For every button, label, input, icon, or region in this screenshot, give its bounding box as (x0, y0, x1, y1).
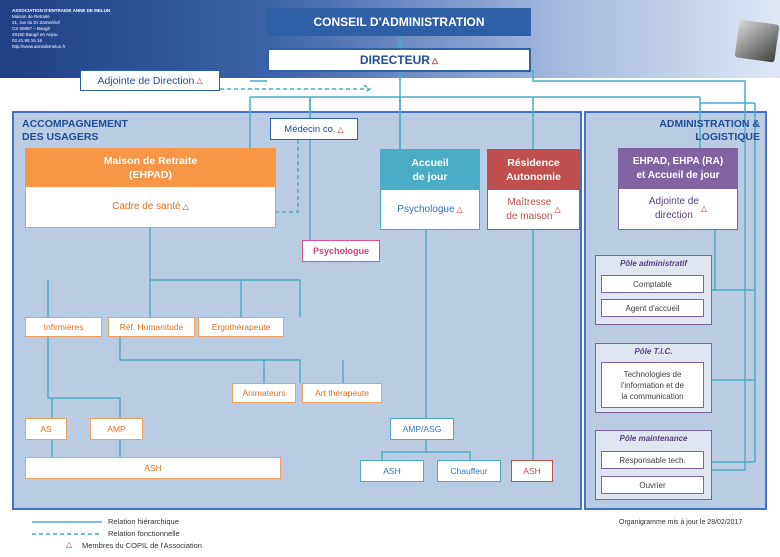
animateurs-label: Animateurs (242, 388, 286, 398)
copil-warning-icon: △ (700, 204, 708, 213)
accompagnement-title: ACCOMPAGNEMENT DES USAGERS (22, 118, 128, 143)
ouvrier-label: Ouvrier (639, 480, 666, 490)
pole-tic: Pôle T.I.C. Technologies de l'informatio… (595, 343, 712, 413)
pole-title: Pôle administratif (619, 259, 688, 268)
copil-warning-icon: △ (196, 76, 203, 85)
copil-warning-icon: △ (554, 204, 561, 214)
ash-accueil-box: ASH (360, 460, 424, 482)
maitresse-maison-label: Maîtresse de maison (506, 196, 553, 222)
ash-box: ASH (25, 457, 281, 479)
tic-label: Technologies de l'information et de la c… (621, 369, 684, 401)
adjointe-direction-cell: Adjointe de direction△ (619, 189, 737, 229)
ash-label: ASH (144, 463, 162, 473)
adjointe-direction-label: Adjointe de direction (648, 196, 699, 221)
ref-humanitude-box: Réf. Humanitude (108, 317, 195, 337)
medecin-label: Médecin co. (284, 123, 336, 135)
tic-box: Technologies de l'information et de la c… (601, 362, 704, 408)
pole-title: Pôle T.I.C. (634, 347, 673, 356)
maison-retraite-header: Maison de Retraite (EHPAD) (26, 149, 275, 187)
responsable-tech-box: Responsable tech. (601, 451, 704, 469)
pole-administratif: Pôle administratif Comptable Agent d'acc… (595, 255, 712, 325)
art-therapeute-box: Art thérapeute (302, 383, 382, 403)
copil-warning-icon: △ (182, 202, 189, 211)
infirmieres-box: Infirmières (25, 317, 102, 337)
ehpad-admin-card: EHPAD, EHPA (RA) et Accueil de jour Adjo… (618, 148, 738, 230)
adjointe-direction-box: Adjointe de Direction△ (80, 70, 220, 91)
directeur-label: DIRECTEUR (359, 53, 430, 67)
ref-humanitude-label: Réf. Humanitude (119, 322, 184, 332)
legend-fonctionnelle: Relation fonctionnelle (108, 529, 180, 538)
ash-accueil-label: ASH (383, 466, 401, 476)
psychologue-box: Psychologue (302, 240, 380, 262)
maitresse-maison-cell: Maîtresse de maison△ (488, 190, 579, 229)
assoc-line: ASSOCIATION D'ENTRAIDE ANNE DE MELUN (12, 8, 111, 13)
psychologue-label: Psychologue (312, 246, 369, 256)
legend-hierarchique: Relation hiérarchique (108, 517, 179, 526)
assoc-line: http://www.annedemelun.fr (12, 44, 66, 49)
assoc-line: 49150 Baugé en Anjou (12, 32, 58, 37)
ouvrier-box: Ouvrier (601, 476, 704, 494)
agent-accueil-label: Agent d'accueil (625, 303, 680, 313)
copil-warning-icon: △ (337, 124, 344, 134)
infirmieres-label: Infirmières (43, 322, 84, 332)
comptable-box: Comptable (601, 275, 704, 293)
cadre-sante-cell: Cadre de santé△ (26, 187, 275, 227)
amp-label: AMP (107, 424, 126, 434)
ehpad-admin-header: EHPAD, EHPA (RA) et Accueil de jour (619, 149, 737, 189)
as-label: AS (40, 424, 52, 434)
medecin-coordonnateur-box: Médecin co.△ (270, 118, 358, 140)
amp-asg-label: AMP/ASG (402, 424, 442, 434)
chauffeur-box: Chauffeur (437, 460, 501, 482)
maison-retraite-card: Maison de Retraite (EHPAD) Cadre de sant… (25, 148, 276, 228)
accueil-psychologue-cell: Psychologue△ (381, 190, 479, 229)
art-therapeute-label: Art thérapeute (315, 388, 369, 398)
pole-maintenance: Pôle maintenance Responsable tech. Ouvri… (595, 430, 712, 500)
ash-residence-box: ASH (511, 460, 553, 482)
conseil-label: CONSEIL D'ADMINISTRATION (313, 15, 485, 29)
copil-warning-icon: △ (456, 204, 463, 214)
legend-copil: Membres du COPIL de l'Association (82, 541, 202, 550)
cadre-sante-label: Cadre de santé (112, 201, 181, 212)
assoc-line: 21, rue du Dr Zamenhof (12, 20, 60, 25)
chauffeur-label: Chauffeur (450, 466, 488, 476)
accueil-jour-card: Accueil de jour Psychologue△ (380, 149, 480, 230)
comptable-label: Comptable (633, 279, 672, 289)
directeur-box: DIRECTEUR△ (267, 48, 531, 72)
agent-accueil-box: Agent d'accueil (601, 299, 704, 317)
administration-title: ADMINISTRATION & LOGISTIQUE (659, 118, 760, 143)
conseil-administration-box: CONSEIL D'ADMINISTRATION (267, 8, 531, 36)
accueil-psychologue-label: Psychologue (397, 203, 455, 215)
amp-box: AMP (90, 418, 143, 440)
assoc-line: CS 50067 – Baugé (12, 26, 51, 31)
amp-asg-box: AMP/ASG (390, 418, 454, 440)
responsable-tech-label: Responsable tech. (619, 455, 686, 465)
as-box: AS (25, 418, 67, 440)
adjointe-direction-label: Adjointe de Direction (97, 74, 195, 87)
accueil-jour-header: Accueil de jour (381, 150, 479, 190)
residence-autonomie-card: Résidence Autonomie Maîtresse de maison△ (487, 149, 580, 230)
ergotherapeute-box: Ergothérapeute (198, 317, 284, 337)
assoc-line: 02.41.89.16.16 (12, 38, 43, 43)
assoc-line: Maison de Retraite (12, 14, 50, 19)
residence-autonomie-header: Résidence Autonomie (488, 150, 579, 190)
animateurs-box: Animateurs (232, 383, 296, 403)
pole-title: Pôle maintenance (619, 434, 688, 443)
association-address: ASSOCIATION D'ENTRAIDE ANNE DE MELUN Mai… (12, 8, 132, 50)
ergotherapeute-label: Ergothérapeute (211, 322, 271, 332)
ash-residence-label: ASH (523, 466, 541, 476)
update-date-note: Organigramme mis à jour le 28/02/2017 (619, 519, 743, 526)
copil-warning-icon: △ (431, 55, 439, 65)
warning-icon: △ (66, 540, 73, 549)
